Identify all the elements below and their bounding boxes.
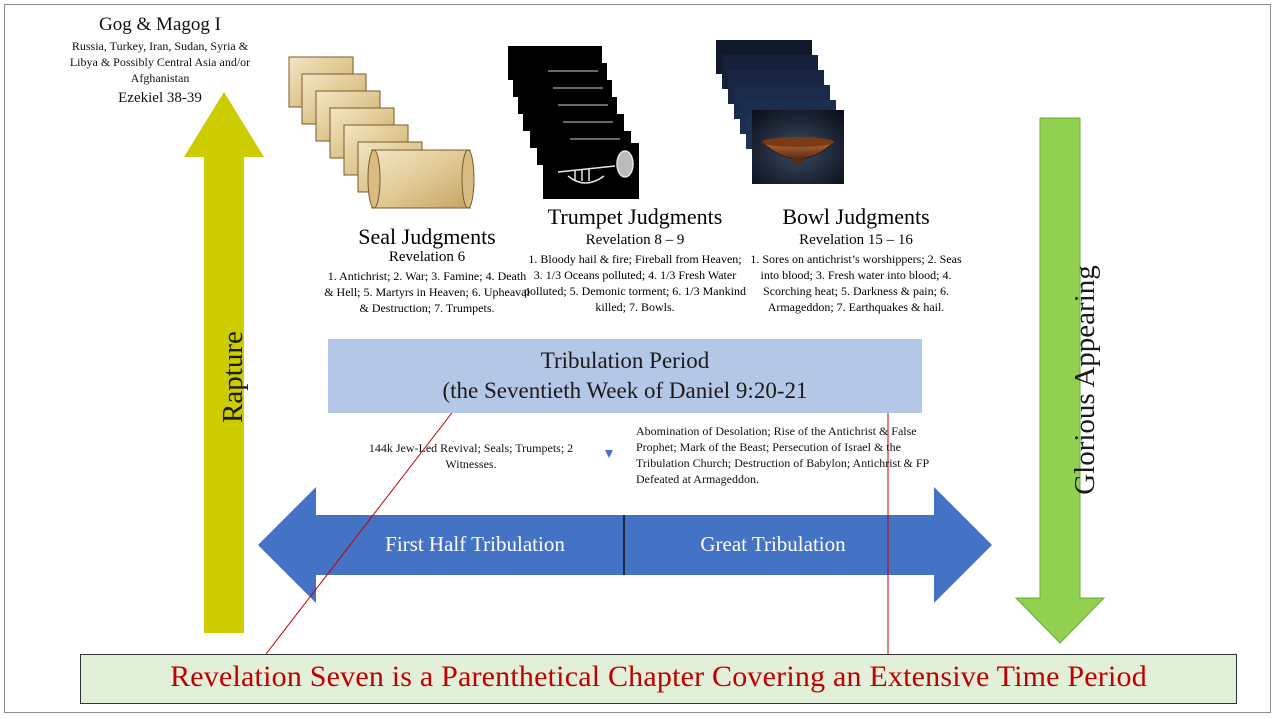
trumpet-cards-image: [508, 46, 639, 199]
gog-magog-reference: Ezekiel 38-39: [118, 90, 202, 106]
seal-judgments-title: Seal Judgments: [358, 224, 496, 249]
bowl-icon: [716, 40, 844, 184]
parenthetical-banner: [80, 654, 1237, 704]
timeline-arrow: [258, 487, 992, 603]
marker-triangle: [605, 450, 613, 458]
gog-magog-title: Gog & Magog I: [99, 14, 221, 35]
bowl-judgments-list: 1. Sores on antichrist’s worshippers; 2.…: [750, 252, 962, 314]
slide-frame: [4, 4, 1271, 713]
first-half-tribulation-label: First Half Tribulation: [385, 532, 565, 556]
seal-scrolls-image: [288, 56, 475, 209]
gog-magog-nations: Russia, Turkey, Iran, Sudan, Syria & Lib…: [69, 39, 251, 85]
bowl-judgments-reference: Revelation 15 – 16: [799, 232, 913, 248]
trumpet-judgments-title: Trumpet Judgments: [547, 204, 723, 229]
great-tribulation-label: Great Tribulation: [700, 532, 846, 556]
first-half-events: 144k Jew-Led Revival; Seals; Trumpets; 2…: [368, 441, 574, 471]
parenthetical-banner-text: Revelation Seven is a Parenthetical Chap…: [170, 660, 1147, 693]
bowl-cards-image: [716, 40, 844, 184]
glorious-appearing-label: Glorious Appearing: [1069, 265, 1101, 495]
great-tribulation-events: Abomination of Desolation; Rise of the A…: [636, 424, 929, 486]
trumpet-icon: [508, 46, 639, 199]
tribulation-period-title: Tribulation Period: [540, 348, 710, 373]
tribulation-box: [328, 339, 922, 413]
rapture-label: Rapture: [217, 331, 249, 423]
trumpet-judgments-list: 1. Bloody hail & fire; Fireball from Hea…: [524, 252, 746, 314]
seal-judgments-reference: Revelation 6: [388, 249, 466, 265]
tribulation-period-subtitle: (the Seventieth Week of Daniel 9:20-21: [442, 378, 808, 403]
seal-judgments-list: 1. Antichrist; 2. War; 3. Famine; 4. Dea…: [324, 269, 530, 315]
trumpet-judgments-reference: Revelation 8 – 9: [585, 232, 685, 248]
glorious-appearing-arrow: [1014, 117, 1106, 644]
scroll-icon: [288, 56, 475, 209]
rapture-arrow: [184, 92, 264, 633]
bowl-judgments-title: Bowl Judgments: [782, 204, 930, 229]
